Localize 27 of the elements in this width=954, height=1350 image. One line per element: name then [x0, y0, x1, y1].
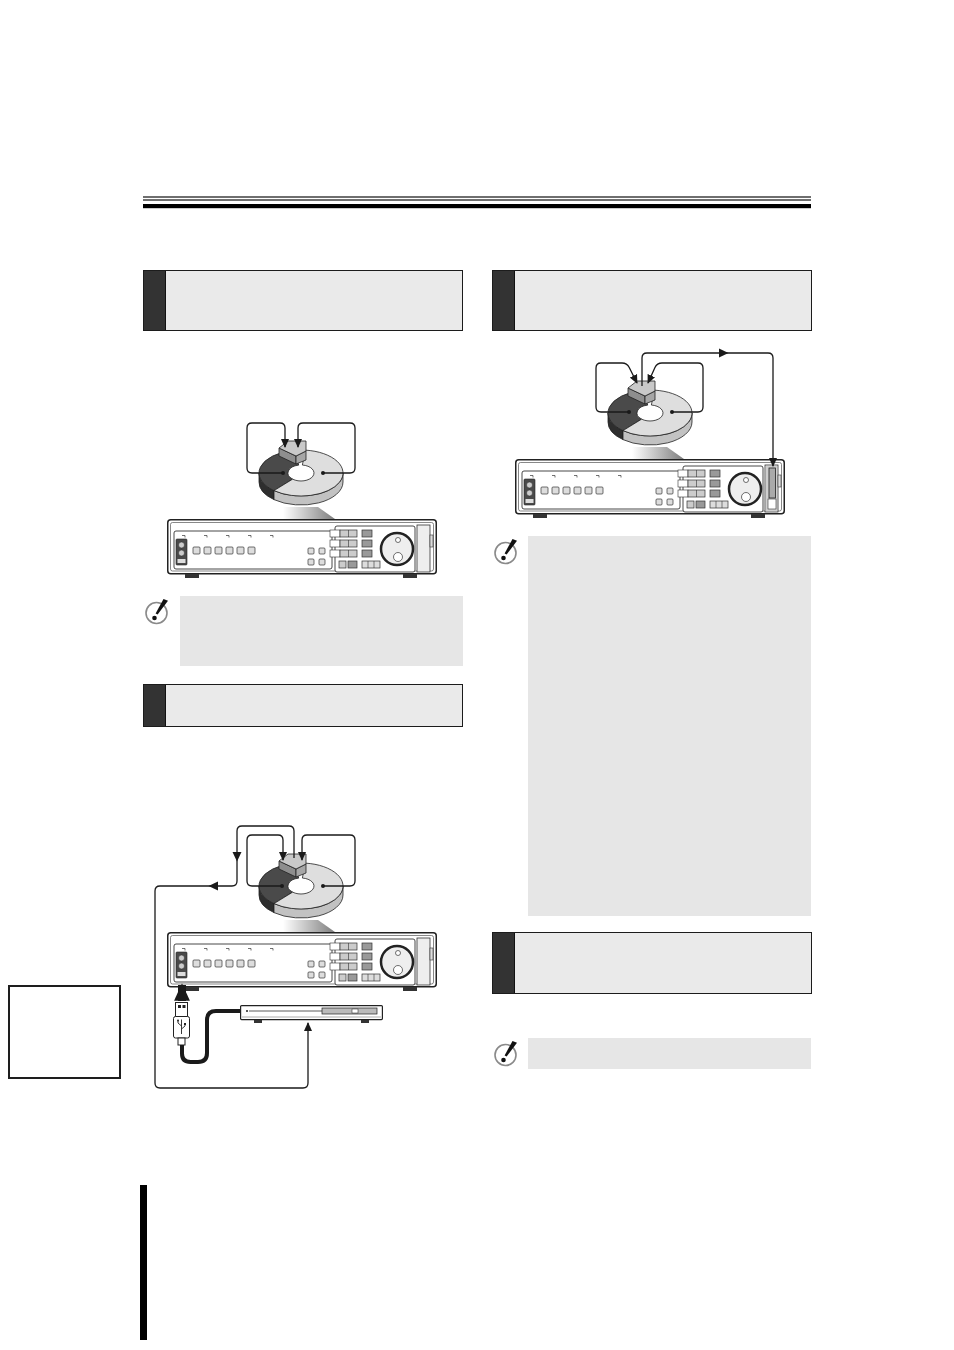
note-panel: [180, 596, 463, 666]
step-heading-box: [143, 270, 463, 331]
usb-cable: [180, 1009, 240, 1064]
recorder-drawing: [167, 932, 437, 992]
usb-plug-drawing: [173, 1002, 191, 1046]
leader-arrow: [246, 422, 290, 475]
disc-tab: [627, 380, 656, 405]
leader-arrow: [647, 362, 704, 414]
side-index-tab: [8, 985, 121, 1079]
step-heading-box: [492, 270, 812, 331]
leader-arrow: [293, 422, 356, 475]
leader-arrow: [595, 362, 638, 414]
insert-arrow: [174, 983, 190, 1001]
note-panel: [528, 1038, 811, 1069]
disc-tab: [278, 853, 307, 878]
disc-ring: [273, 449, 344, 506]
step-heading-box: [143, 684, 463, 727]
recorder-drawing: [515, 459, 785, 519]
disc-ring: [622, 389, 693, 446]
recorder-drawing: [167, 519, 437, 579]
leader-arrow: [246, 834, 288, 888]
note-panel: [528, 536, 811, 916]
external-drive-drawing: [240, 1005, 383, 1023]
step-heading-box: [492, 932, 812, 994]
leader-arrow: [297, 834, 356, 888]
disc-tab: [278, 440, 307, 465]
disc-ring: [273, 862, 344, 919]
